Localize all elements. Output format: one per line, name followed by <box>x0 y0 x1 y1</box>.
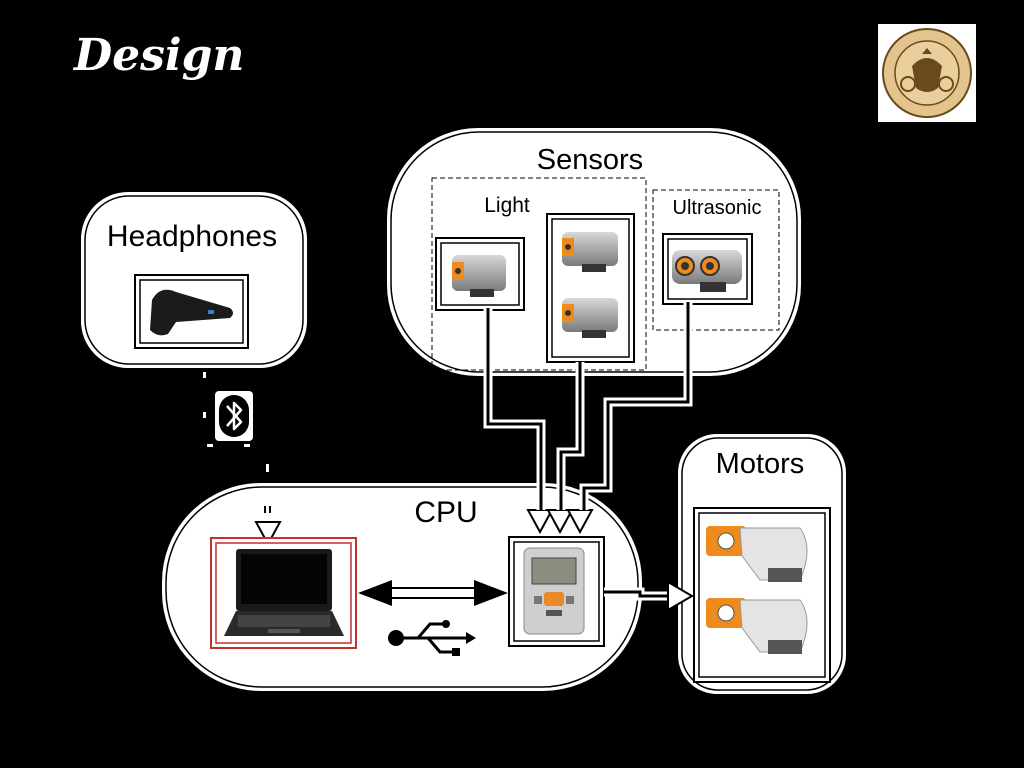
usb-connection-arrow <box>358 580 508 606</box>
ultrasonic-label: Ultrasonic <box>673 197 762 219</box>
bluetooth-link <box>203 372 269 472</box>
light-label: Light <box>484 194 530 217</box>
ultrasonic-sensor-region <box>652 189 780 331</box>
slide-title: Design <box>74 30 245 81</box>
light-sensor-1 <box>435 237 525 311</box>
sensor-wires <box>483 302 693 510</box>
headphones-label: Headphones <box>107 220 277 253</box>
motor-2 <box>706 598 808 654</box>
cpu-group: CPU <box>160 481 644 693</box>
light-sensor-3 <box>562 298 618 338</box>
motors-group: Motors <box>676 432 848 696</box>
cpu-to-motors-arrow <box>604 580 694 612</box>
ultrasonic-sensor <box>662 233 753 305</box>
university-logo <box>878 24 976 122</box>
light-sensor-2 <box>562 232 618 272</box>
bluetooth-receiver-marker <box>254 506 282 547</box>
laptop-image <box>210 537 357 649</box>
wire-light-sensor-1 <box>483 308 546 510</box>
sensor-input-ports <box>526 509 594 535</box>
light-sensors-region <box>431 177 647 371</box>
bluetooth-icon <box>215 391 253 441</box>
headset-image <box>134 274 249 349</box>
headphones-group: Headphones <box>79 190 309 370</box>
nxt-brick-image <box>508 536 605 647</box>
wire-ultrasonic-sensor <box>579 302 693 510</box>
motors-label: Motors <box>716 448 805 480</box>
light-sensor-pair <box>546 213 635 363</box>
sensors-group: Sensors Light Ultrasonic <box>385 126 803 378</box>
wire-light-sensors-2-3 <box>556 362 585 510</box>
cpu-label: CPU <box>414 496 477 529</box>
sensors-label: Sensors <box>537 144 643 176</box>
motor-1 <box>706 526 808 582</box>
usb-icon <box>388 620 476 656</box>
